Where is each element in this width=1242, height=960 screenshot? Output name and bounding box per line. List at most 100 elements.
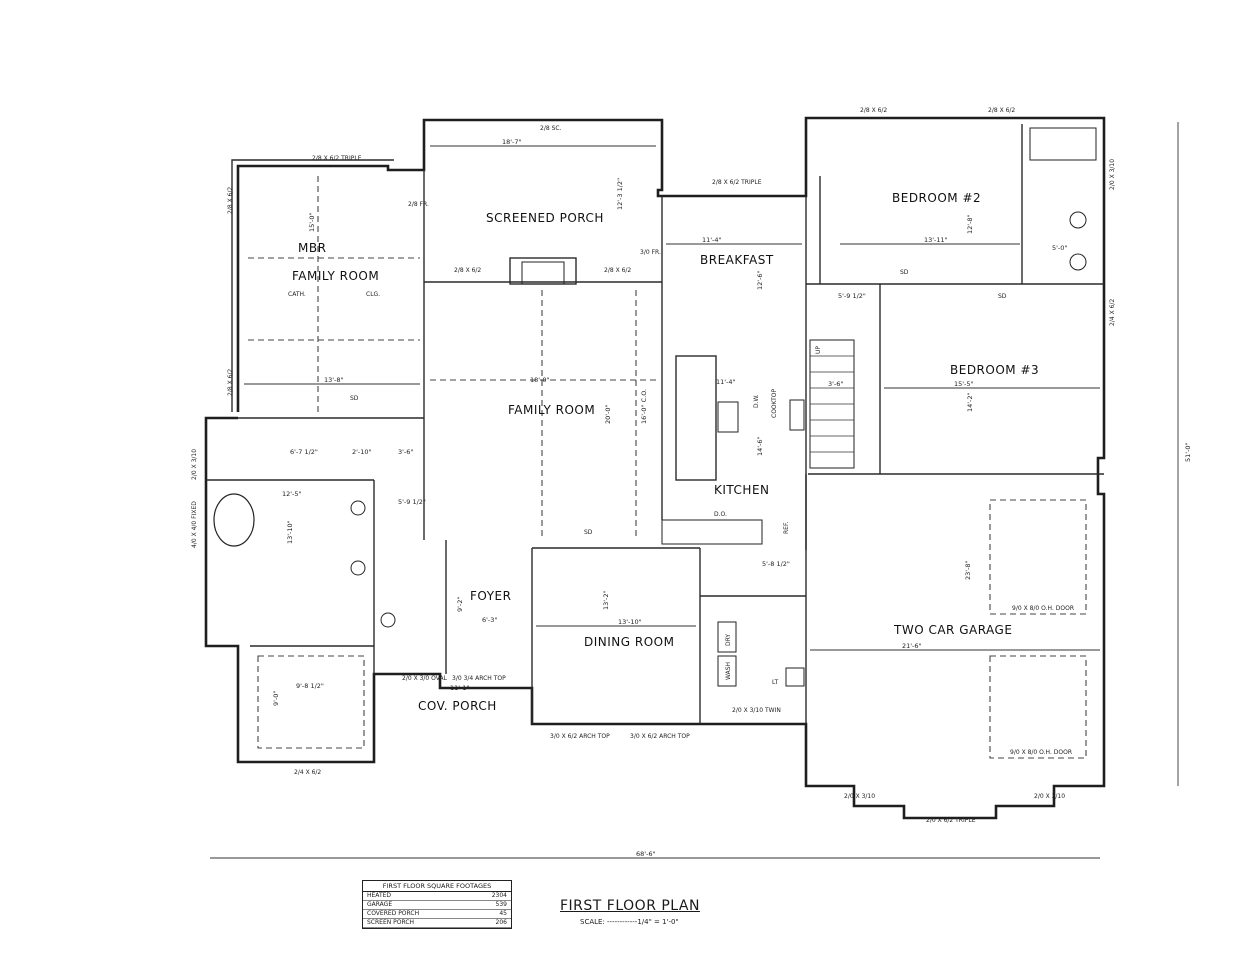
dim-label: 13'-10" — [618, 618, 642, 626]
window-callout: 2/4 X 6/2 — [1109, 299, 1116, 326]
footage-row-label: SCREEN PORCH — [367, 919, 415, 926]
dimension-lines — [210, 122, 1179, 859]
kitchen-counter-icon — [661, 519, 763, 545]
window-callout: 2/8 X 6/2 — [988, 107, 1015, 114]
total-width-label: 68'-6" — [636, 850, 656, 858]
window-callout: 2/8 X 6/2 — [227, 369, 234, 396]
family-room-label-crossed: FAMILY ROOM — [292, 269, 379, 283]
window-callout: 2/4 X 6/2 — [294, 769, 321, 776]
window-callout: 2/8 X 6/2 — [860, 107, 887, 114]
dining-room-label: DINING ROOM — [584, 635, 674, 649]
dim-label: 6'-3" — [482, 616, 497, 624]
dryer-label: DRY — [725, 634, 732, 646]
fixture-labels: CATH. CLG. SD SD SD SD COOKTOP D.W. D.O.… — [288, 269, 1007, 686]
garage-door-callout: 9/0 X 8/0 O.H. DOOR — [1012, 605, 1074, 612]
dim-label: 9'-0" — [272, 691, 280, 706]
dim-label: 5'-0" — [1052, 244, 1067, 252]
dim-label: 16'-0" C.O. — [640, 389, 648, 424]
double-oven-label: D.O. — [714, 511, 727, 518]
window-callout: 2/0 X 3/10 — [1034, 793, 1065, 800]
window-callout: 2/8 X 6/2 — [604, 267, 631, 274]
washer-label: WASH — [725, 662, 732, 680]
dim-label: 14'-6" — [756, 436, 764, 456]
footage-row-value: 45 — [499, 910, 507, 917]
sink-icon — [350, 500, 366, 516]
smoke-detector-label: SD — [584, 529, 593, 536]
footage-row-value: 206 — [495, 919, 507, 926]
window-callout: 2/0 X 3/0 OVAL — [402, 675, 448, 682]
footage-row-value: 2304 — [491, 892, 507, 899]
dim-label: 3'-6" — [398, 448, 413, 456]
dim-label: 11'-4" — [716, 378, 736, 386]
footage-row-value: 539 — [495, 901, 507, 908]
footage-row: HEATED 2304 — [363, 892, 511, 901]
door-callout: 2/8 FR. — [408, 201, 429, 208]
footage-row-label: HEATED — [367, 892, 392, 899]
window-callout: 2/8 X 6/2 TRIPLE — [312, 155, 362, 162]
window-callout: 2/8 X 6/2 TRIPLE — [712, 179, 762, 186]
clg-label: CLG. — [366, 291, 380, 298]
window-callout: 2/0 X 3/10 — [844, 793, 875, 800]
dim-label: 14'-2" — [966, 392, 974, 412]
laundry-tub-icon — [785, 667, 805, 687]
dim-label: 18'-0" — [530, 376, 550, 384]
dim-label: 9'-2" — [456, 597, 464, 612]
smoke-detector-label: SD — [350, 395, 359, 402]
dim-label: 13'-8" — [324, 376, 344, 384]
dimension-labels: 13'-8" 15'-0" 18'-7" 12'-3 1/2" 11'-4" 1… — [272, 138, 1192, 858]
footage-row-label: COVERED PORCH — [367, 910, 420, 917]
plan-title: FIRST FLOOR PLAN — [560, 898, 700, 914]
sink-icon — [350, 560, 366, 576]
laundry-tub-label: LT — [772, 679, 779, 686]
window-callout: 3/0 X 6/2 ARCH TOP — [630, 733, 690, 740]
dim-label: 3'-6" — [828, 380, 843, 388]
total-depth-label: 51'-0" — [1184, 442, 1192, 462]
stair-treads — [810, 355, 854, 453]
dim-label: 12'-6" — [756, 270, 764, 290]
bedroom2-label: BEDROOM #2 — [892, 191, 981, 205]
dim-label: 5'-8 1/2" — [762, 560, 790, 568]
footage-row: COVERED PORCH 45 — [363, 910, 511, 919]
dim-label: 5'-9 1/2" — [398, 498, 426, 506]
dim-label: 23'-8" — [964, 560, 972, 580]
dim-label: 12'-8" — [966, 214, 974, 234]
kitchen-sink-icon — [717, 401, 739, 433]
cooktop-label: COOKTOP — [771, 389, 778, 418]
cooktop-icon — [789, 399, 805, 431]
window-callout: 2/8 X 6/2 — [227, 187, 234, 214]
dim-label: 6'-7 1/2" — [290, 448, 318, 456]
dim-label: 9'-8 1/2" — [296, 682, 324, 690]
dim-label: 12'-3 1/2" — [616, 178, 624, 210]
window-callout: 4/0 X 4/0 FIXED — [191, 501, 198, 548]
cath-label: CATH. — [288, 291, 306, 298]
window-callout: 3/0 X 6/2 ARCH TOP — [550, 733, 610, 740]
window-callout: 2/0 X 3/10 — [191, 449, 198, 480]
sink-icon — [1069, 211, 1087, 229]
mbr-handwritten-note: MBR — [298, 241, 326, 255]
dim-label: 11'-1" — [450, 684, 470, 692]
dim-label: 2'-10" — [352, 448, 372, 456]
kitchen-label: KITCHEN — [714, 483, 770, 497]
footage-header: FIRST FLOOR SQUARE FOOTAGES — [363, 881, 511, 892]
footage-row: SCREEN PORCH 206 — [363, 919, 511, 928]
dim-label: 15'-0" — [308, 212, 316, 232]
room-labels: MBR FAMILY ROOM SCREENED PORCH BREAKFAST… — [292, 191, 1039, 713]
garage-label: TWO CAR GARAGE — [893, 623, 1012, 637]
dim-label: 13'-11" — [924, 236, 948, 244]
screened-porch-label: SCREENED PORCH — [486, 211, 604, 225]
garage-door-callout: 9/0 X 8/0 O.H. DOOR — [1010, 749, 1072, 756]
window-callout: 2/0 X 6/2 TRIPLE — [926, 817, 976, 824]
bedroom3-label: BEDROOM #3 — [950, 363, 1039, 377]
window-callout: 3/0 3/4 ARCH TOP — [452, 675, 506, 682]
dim-label: 5'-9 1/2" — [838, 292, 866, 300]
exterior-walls — [204, 116, 1106, 820]
dim-label: 13'-10" — [286, 520, 294, 544]
dim-label: 13'-2" — [602, 590, 610, 610]
dim-label: 11'-4" — [702, 236, 722, 244]
toilet-icon — [380, 612, 396, 628]
dim-label: 21'-6" — [902, 642, 922, 650]
refrigerator-label: REF. — [783, 522, 790, 534]
title-block: FIRST FLOOR PLAN SCALE: ------------1/4"… — [560, 898, 730, 926]
